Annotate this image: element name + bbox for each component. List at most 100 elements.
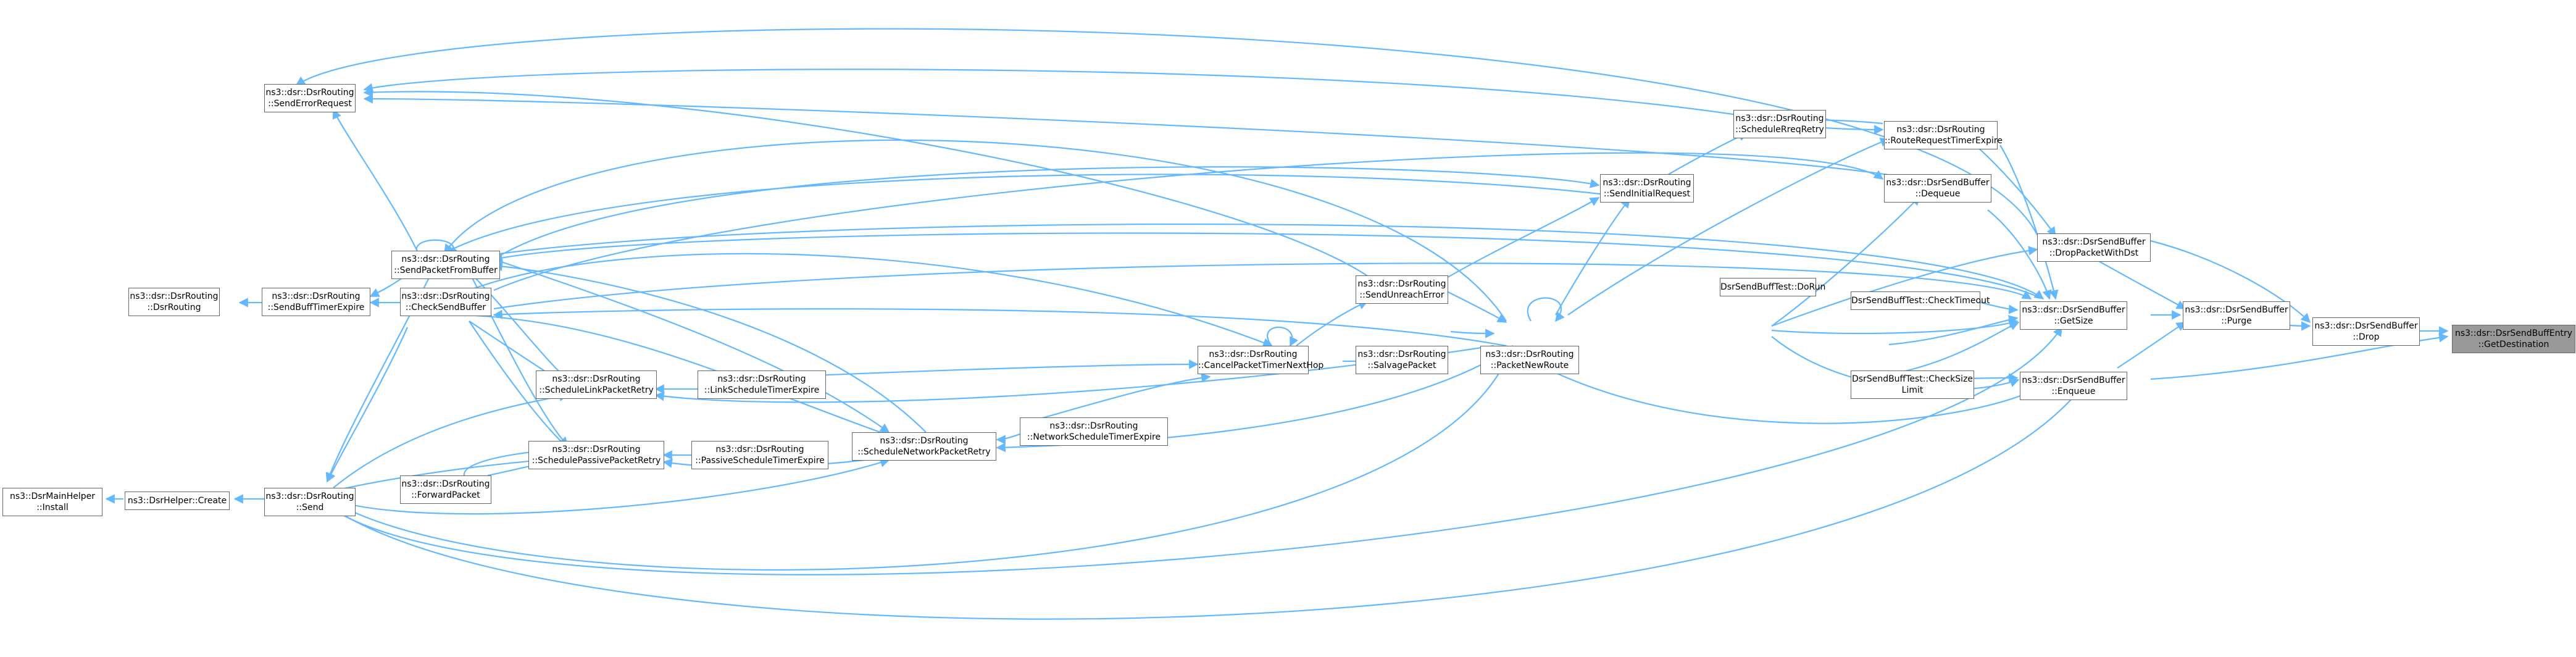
node-label: ::SendBuffTimerExpire bbox=[267, 303, 365, 312]
node-label: ::Purge bbox=[2221, 316, 2252, 326]
node-label: ns3::dsr::DsrRouting bbox=[1357, 349, 1446, 359]
node-label: ns3::dsr::DsrSendBuffer bbox=[2042, 237, 2146, 247]
node-dorun[interactable]: DsrSendBuffTest::DoRun bbox=[1720, 278, 1825, 296]
node-cancelpackettimernexthop[interactable]: ns3::dsr::DsrRouting ::CancelPacketTimer… bbox=[1198, 346, 1323, 374]
node-dsrhelper-create[interactable]: ns3::DsrHelper::Create bbox=[125, 492, 230, 510]
node-label: ns3::dsr::DsrRouting bbox=[1049, 421, 1138, 431]
node-label: ns3::DsrMainHelper bbox=[9, 492, 96, 501]
node-checksizelimit[interactable]: DsrSendBuffTest::CheckSize Limit bbox=[1851, 370, 1974, 399]
edge bbox=[1506, 345, 2038, 424]
edge bbox=[363, 94, 1914, 180]
node-forwardpacket[interactable]: ns3::dsr::DsrRouting ::ForwardPacket bbox=[400, 475, 491, 504]
edge bbox=[493, 308, 1507, 347]
edge bbox=[462, 314, 890, 437]
node-label: ::DsrRouting bbox=[147, 303, 201, 312]
node-label: ::Send bbox=[296, 503, 324, 513]
node-passivescheduletimerexpire[interactable]: ns3::dsr::DsrRouting ::PassiveScheduleTi… bbox=[691, 441, 828, 469]
node-routerequesttimerexpire[interactable]: ns3::dsr::DsrRouting ::RouteRequestTimer… bbox=[1884, 121, 2003, 149]
node-getdestination[interactable]: ns3::dsr::DsrSendBuffEntry ::GetDestinat… bbox=[2452, 325, 2575, 353]
node-label: ns3::dsr::DsrRouting bbox=[552, 445, 641, 454]
node-label: ns3::dsr::DsrRouting bbox=[715, 445, 804, 454]
edge bbox=[493, 232, 2038, 298]
node-purge[interactable]: ns3::dsr::DsrSendBuffer ::Purge bbox=[2183, 301, 2290, 330]
node-packetnewroute[interactable]: ns3::dsr::DsrRouting ::PacketNewRoute bbox=[1480, 346, 1579, 374]
node-schedulepassivepacketretry[interactable]: ns3::dsr::DsrRouting ::SchedulePassivePa… bbox=[528, 441, 664, 469]
edge bbox=[1555, 198, 1630, 316]
node-schedulenetworkpacketretry[interactable]: ns3::dsr::DsrRouting ::ScheduleNetworkPa… bbox=[852, 432, 996, 461]
node-sendpacketfrombuffer[interactable]: ns3::dsr::DsrRouting ::SendPacketFromBuf… bbox=[391, 251, 500, 279]
node-checktimeout[interactable]: DsrSendBuffTest::CheckTimeout bbox=[1851, 291, 1990, 310]
edge bbox=[654, 345, 1494, 403]
edge bbox=[333, 109, 420, 257]
node-label: ::PassiveScheduleTimerExpire bbox=[695, 456, 825, 466]
node-networkscheduletimerexpire[interactable]: ns3::dsr::DsrRouting ::NetworkScheduleTi… bbox=[1020, 417, 1168, 446]
edge bbox=[1450, 328, 1495, 338]
node-label: ns3::dsr::DsrRouting bbox=[265, 88, 354, 98]
edge bbox=[1527, 297, 1565, 322]
node-label: ::ScheduleRreqRetry bbox=[1735, 125, 1824, 135]
node-label: ::SendUnreachError bbox=[1359, 290, 1444, 300]
edge bbox=[469, 253, 1273, 348]
node-getsize[interactable]: ns3::dsr::DsrSendBuffer ::GetSize bbox=[2020, 301, 2127, 330]
node-linkscheduletimerexpire[interactable]: ns3::dsr::DsrRouting ::LinkScheduleTimer… bbox=[698, 370, 826, 399]
edge bbox=[363, 87, 1371, 278]
edge bbox=[462, 223, 2045, 299]
node-label: ns3::dsr::DsrRouting bbox=[552, 374, 641, 384]
node-label: ::NetworkScheduleTimerExpire bbox=[1027, 432, 1161, 442]
node-schedulerreqretry[interactable]: ns3::dsr::DsrRouting ::ScheduleRreqRetry bbox=[1733, 110, 1826, 138]
node-label: ::SendPacketFromBuffer bbox=[394, 266, 498, 275]
node-label: ::ScheduleNetworkPacketRetry bbox=[857, 447, 991, 457]
node-dequeue[interactable]: ns3::dsr::DsrSendBuffer ::Dequeue bbox=[1884, 174, 1991, 203]
edge bbox=[1444, 197, 1600, 280]
node-label: ns3::dsr::DsrSendBuffer bbox=[2185, 305, 2288, 315]
node-sendunreacherror[interactable]: ns3::dsr::DsrRouting ::SendUnreachError bbox=[1356, 275, 1448, 304]
edge bbox=[493, 261, 927, 433]
node-label: ::SendInitialRequest bbox=[1603, 189, 1691, 199]
node-enqueue[interactable]: ns3::dsr::DsrSendBuffer ::Enqueue bbox=[2020, 372, 2127, 400]
node-schedulelinkpacketretry[interactable]: ns3::dsr::DsrRouting ::ScheduleLinkPacke… bbox=[536, 370, 657, 399]
node-send[interactable]: ns3::dsr::DsrRouting ::Send bbox=[264, 488, 356, 516]
node-label: ns3::dsr::DsrRouting bbox=[130, 291, 219, 301]
edge bbox=[1888, 315, 2019, 346]
edge bbox=[1975, 144, 2056, 237]
node-label: ns3::dsr::DsrRouting bbox=[401, 254, 490, 264]
node-label: ::GetDestination bbox=[2478, 340, 2549, 349]
edge bbox=[786, 359, 1199, 378]
node-label: ns3::dsr::DsrSendBuffer bbox=[2314, 321, 2418, 331]
node-label: ::Dequeue bbox=[1915, 189, 1961, 199]
node-drop[interactable]: ns3::dsr::DsrSendBuffer ::Drop bbox=[2312, 317, 2420, 346]
node-label: ns3::dsr::DsrSendBuffer bbox=[1886, 178, 1990, 188]
edge bbox=[1999, 144, 2059, 300]
node-label: ns3::dsr::DsrRouting bbox=[401, 291, 490, 301]
edge bbox=[1267, 326, 1299, 347]
node-label: ns3::dsr::DsrSendBuffEntry bbox=[2454, 328, 2573, 338]
node-checksendbuffer[interactable]: ns3::dsr::DsrRouting ::CheckSendBuffer bbox=[400, 288, 491, 316]
edge bbox=[333, 391, 569, 488]
node-label: ::ScheduleLinkPacketRetry bbox=[539, 385, 654, 395]
edge bbox=[1444, 290, 1507, 323]
node-label: ns3::dsr::DsrRouting bbox=[1896, 125, 1985, 135]
call-edges bbox=[105, 28, 2449, 620]
edge bbox=[327, 327, 409, 483]
node-label: ::SchedulePassivePacketRetry bbox=[531, 456, 661, 466]
edge bbox=[1771, 246, 2038, 327]
edge bbox=[1987, 209, 2052, 300]
edge bbox=[469, 320, 569, 449]
edge bbox=[469, 271, 569, 381]
edge bbox=[320, 326, 2062, 575]
node-dsrmainhelper-install[interactable]: ns3::DsrMainHelper ::Install bbox=[2, 488, 102, 516]
node-label: ::Drop bbox=[2353, 332, 2380, 342]
node-droppacketwithdst[interactable]: ns3::dsr::DsrSendBuffer ::DropPacketWith… bbox=[2037, 233, 2151, 262]
edge bbox=[493, 166, 1600, 260]
node-label: ::CheckSendBuffer bbox=[405, 303, 486, 312]
node-salvagepacket[interactable]: ns3::dsr::DsrRouting ::SalvagePacket bbox=[1356, 346, 1448, 374]
node-sendbufftimerexpire[interactable]: ns3::dsr::DsrRouting ::SendBuffTimerExpi… bbox=[262, 288, 370, 316]
edge bbox=[443, 174, 1630, 254]
node-label: ns3::dsr::DsrRouting bbox=[1603, 178, 1691, 188]
edge bbox=[2150, 240, 2311, 324]
node-sendinitialrequest[interactable]: ns3::dsr::DsrRouting ::SendInitialReques… bbox=[1600, 174, 1694, 203]
node-senderrorrequest[interactable]: ns3::dsr::DsrRouting ::SendErrorRequest bbox=[264, 84, 356, 112]
node-label: ns3::dsr::DsrSendBuffer bbox=[2022, 375, 2125, 385]
node-dsrrouting-constructor[interactable]: ns3::dsr::DsrRouting ::DsrRouting bbox=[128, 288, 220, 316]
